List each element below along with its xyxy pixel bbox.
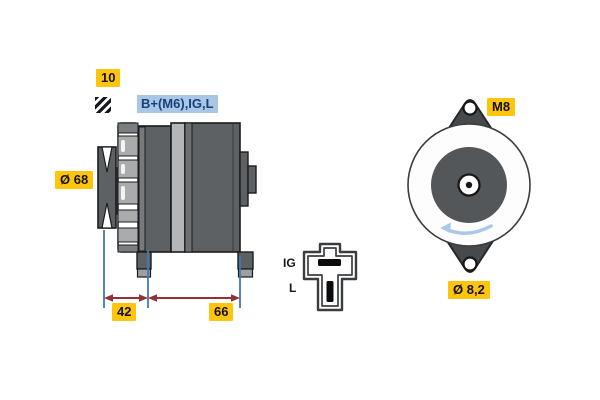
wrench-size-label: 10 <box>96 69 121 87</box>
mount-hole-bottom <box>462 256 478 272</box>
mount-hole-top <box>462 100 478 116</box>
dimension-label-66: 66 <box>209 303 234 321</box>
rotation-direction-arrow-icon <box>440 222 493 235</box>
thread-size-label: M8 <box>487 98 516 116</box>
connector-pin-l-label: L <box>289 281 297 295</box>
alternator-front-view <box>407 99 531 273</box>
terminal-block-label: B+(M6),IG,L <box>137 95 218 113</box>
connector-pin-ig-label: IG <box>283 256 296 270</box>
dimension-arrow-66 <box>148 294 240 302</box>
pulley-diameter-label: Ø 68 <box>55 171 94 189</box>
connector-pin-l-slot <box>326 281 334 302</box>
dimension-arrow-42 <box>104 294 148 302</box>
mount-hole-diameter-label: Ø 8,2 <box>448 281 490 299</box>
alternator-side-view <box>97 122 257 278</box>
dimension-lines <box>103 230 241 308</box>
connector-plug-drawing <box>302 242 358 312</box>
connector-pin-ig-slot <box>318 259 341 266</box>
hatch-pattern-icon <box>95 97 111 113</box>
dimension-label-42: 42 <box>112 303 137 321</box>
